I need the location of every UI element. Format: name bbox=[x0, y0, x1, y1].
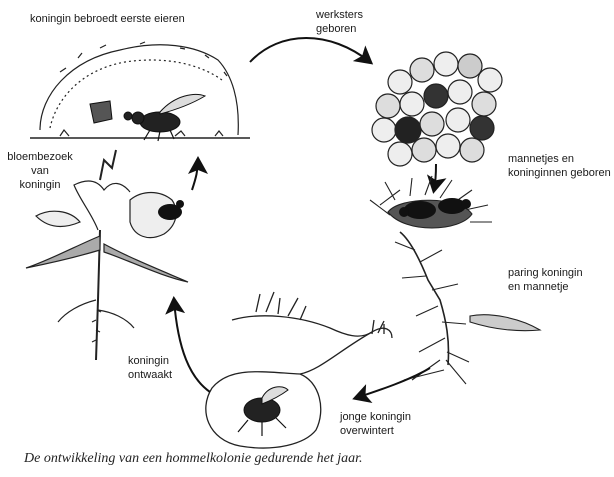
brood-comb-illustration bbox=[372, 52, 502, 166]
cycle-arrow-3 bbox=[356, 368, 430, 398]
label-flower-visit: bloembezoek van koningin bbox=[4, 150, 76, 192]
label-mating: paring koningin en mannetje bbox=[508, 266, 583, 294]
label-queen-incubates: koningin bebroedt eerste eieren bbox=[30, 12, 185, 26]
cycle-arrow-5 bbox=[192, 160, 198, 190]
figure-caption: De ontwikkeling van een hommelkolonie ge… bbox=[24, 451, 363, 467]
label-males-queens-born: mannetjes en koninginnen geboren bbox=[508, 152, 611, 180]
queen-bee-incubating-illustration bbox=[90, 94, 205, 141]
label-queen-wakes: koningin ontwaakt bbox=[128, 354, 172, 382]
label-young-queen-hibernates: jonge koningin overwintert bbox=[340, 410, 411, 438]
label-workers-born: werksters geboren bbox=[316, 8, 363, 36]
hibernating-queen-illustration bbox=[238, 387, 288, 436]
cycle-arrow-4 bbox=[174, 300, 210, 392]
cycle-arrow-1 bbox=[250, 38, 370, 62]
cycle-arrow-2 bbox=[434, 164, 436, 190]
